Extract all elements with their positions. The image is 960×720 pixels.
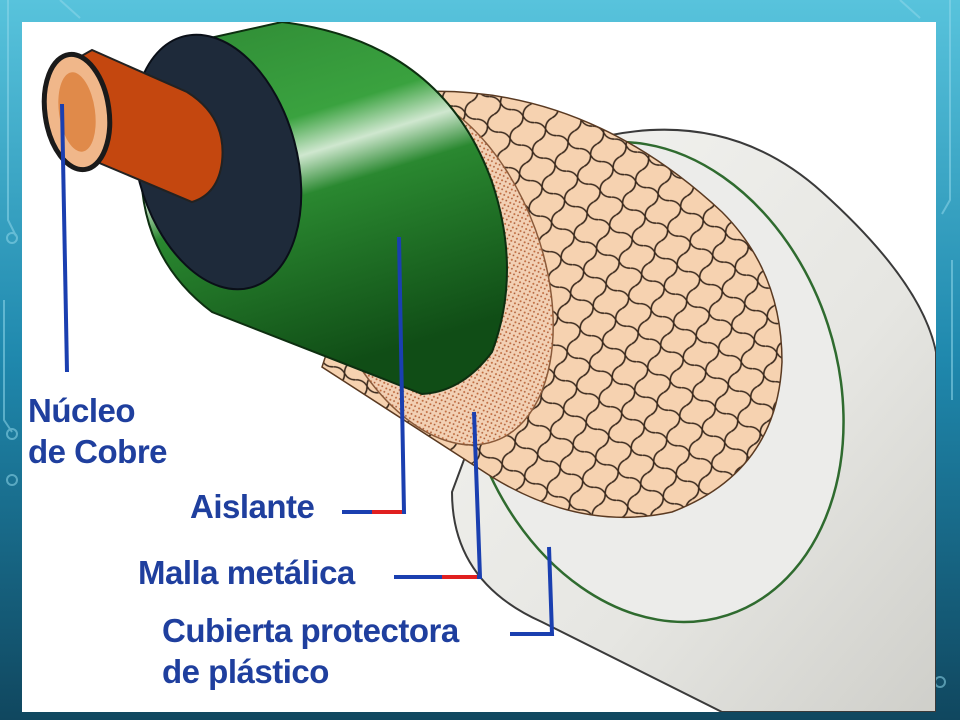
- coaxial-cable-illustration: [41, 22, 936, 712]
- insulator-cylinder: [131, 22, 508, 396]
- label-protective-cover: Cubierta protectora de plástico: [162, 610, 459, 693]
- label-protective-cover-line2: de plástico: [162, 653, 329, 691]
- label-copper-core: Núcleo de Cobre: [28, 390, 168, 473]
- label-copper-core-line1: Núcleo: [28, 392, 136, 429]
- label-insulator: Aislante: [190, 488, 315, 525]
- copper-core: [41, 48, 224, 204]
- core-leader-line: [60, 103, 69, 373]
- jacket-leader-line: [510, 546, 555, 636]
- mesh-leader-line: [394, 411, 483, 579]
- label-protective-cover-line1: Cubierta protectora: [162, 612, 459, 649]
- label-metal-mesh: Malla metálica: [138, 554, 355, 591]
- label-copper-core-line2: de Cobre: [28, 433, 168, 471]
- leader-lines: [60, 103, 555, 636]
- diagram-frame: Núcleo de Cobre Aislante Malla metálica …: [22, 22, 936, 712]
- insulator-leader-line: [342, 236, 407, 514]
